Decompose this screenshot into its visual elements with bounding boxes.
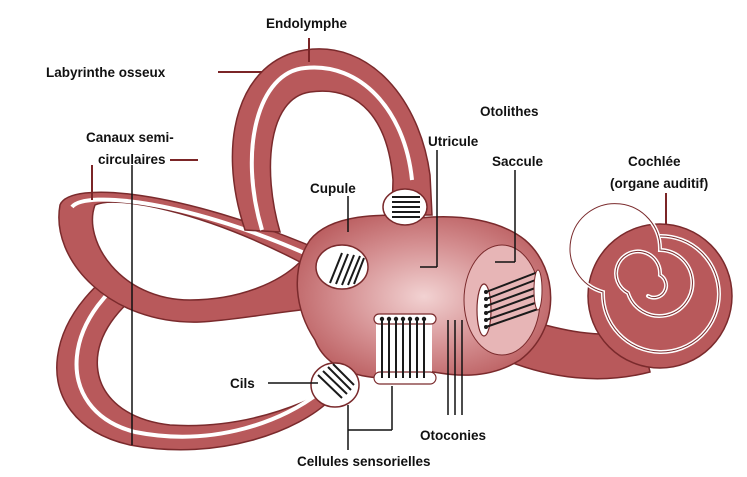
label-cellules-sensorielles: Cellules sensorielles xyxy=(297,454,431,469)
utricule-macula xyxy=(374,314,436,384)
cils-structure xyxy=(311,363,359,407)
label-cupule: Cupule xyxy=(310,181,356,196)
label-cochlee-line2: (organe auditif) xyxy=(610,176,708,191)
cupule-structure xyxy=(316,245,368,289)
label-canaux-line1: Canaux semi- xyxy=(86,130,174,145)
superior-ampulla-structure xyxy=(383,189,427,225)
label-otoconies: Otoconies xyxy=(420,428,486,443)
label-cils: Cils xyxy=(230,376,255,391)
label-otolithes: Otolithes xyxy=(480,104,539,119)
leader-lines xyxy=(92,38,666,224)
label-labyrinthe-osseux: Labyrinthe osseux xyxy=(46,65,166,80)
label-utricule: Utricule xyxy=(428,134,479,149)
label-saccule: Saccule xyxy=(492,154,544,169)
label-endolymphe: Endolymphe xyxy=(266,16,347,31)
label-canaux-line2: circulaires xyxy=(98,152,166,167)
label-cochlee-line1: Cochlée xyxy=(628,154,681,169)
